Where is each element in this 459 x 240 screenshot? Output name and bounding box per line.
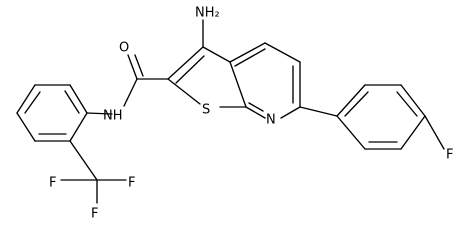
trifluoromethyl-fluorine-left-label: F [49, 176, 56, 191]
bond-carbonyl-nh [123, 78, 138, 107]
thiophene-sulfur-label: S [202, 103, 210, 118]
fluorine-para-label: F [446, 148, 453, 163]
bond-n7-c7a [245, 106, 266, 119]
amide-nh-label: NH [103, 109, 123, 124]
bond-nh-aryl [86, 112, 113, 115]
trifluoromethyl-fluorine-right-label: F [128, 176, 135, 191]
bond-pyridine-aryl [299, 106, 338, 117]
bond-phenyl-left-6 [69, 84, 88, 114]
carbonyl-oxygen-label: O [119, 41, 129, 56]
pyridine-nitrogen-label: N [266, 113, 276, 128]
bond-s-c2 [167, 78, 201, 105]
bond-c3-c3a [202, 46, 231, 63]
bond-fluorophenyl-1-inner [344, 91, 369, 117]
bond-c6-n7 [280, 106, 301, 119]
bond-c3a-c4-double-inner [234, 48, 266, 67]
bond-layer [16, 19, 445, 204]
bond-c4-c5 [264, 42, 301, 63]
bond-n7-c7a-inner [248, 102, 264, 112]
bond-c7a-c3a [229, 61, 247, 108]
molecule-structure: NH₂ O NH S N F F F F [16, 6, 453, 222]
bond-carbonyl-o-inner [134, 54, 144, 77]
bond-fluorophenyl-6 [336, 115, 366, 150]
bond-fluorophenyl-3 [400, 84, 426, 117]
atom-label-layer: NH₂ O NH S N F F F F [49, 6, 453, 222]
bond-c2-c3-inner [175, 55, 205, 84]
bond-phenyl-left-5 [69, 112, 88, 142]
bond-phenyl-left-2-inner [24, 91, 41, 114]
bond-c2-c3 [167, 46, 204, 80]
bond-aryl-fluorine [424, 115, 445, 150]
bond-phenyl-left-2 [16, 84, 36, 114]
bond-fluorophenyl-4 [400, 115, 426, 150]
bond-c3a-c4-double [229, 42, 266, 63]
bond-fluorophenyl-1 [336, 84, 366, 117]
bond-phenyl-left-3 [16, 112, 36, 142]
bond-fluorophenyl-3-inner [396, 91, 418, 117]
bond-phenyl-left-6-inner [64, 90, 80, 114]
trifluoromethyl-fluorine-bottom-label: F [91, 207, 98, 222]
amino-group-label: NH₂ [195, 6, 220, 21]
bond-carbonyl-o [127, 54, 138, 80]
bond-ring-cf3 [69, 140, 98, 181]
